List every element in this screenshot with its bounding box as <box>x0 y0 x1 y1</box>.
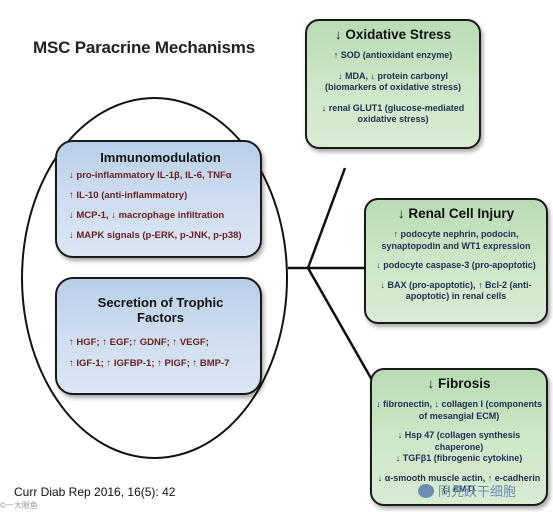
renal-item: ↓ BAX (pro-apoptotic), ↑ Bcl-2 (anti- <box>380 279 532 290</box>
oxidative-item: ↓ renal GLUT1 (glucose-mediated <box>321 102 465 113</box>
renal-item: ↑ podocyte nephrin, podocin, <box>393 229 519 239</box>
renal-cell-injury-box: ↓ Renal Cell Injury ↑ podocyte nephrin, … <box>364 198 548 324</box>
oxidative-item: oxidative stress) <box>357 114 429 124</box>
fibrosis-item: ↓ α-smooth muscle actin, ↑ e-cadherin <box>377 472 541 483</box>
fibrosis-item: ↓ Hsp 47 (collagen synthesis chaperone) <box>397 430 521 452</box>
immuno-item: ↑ IL-10 (anti-inflammatory) <box>69 190 188 201</box>
trophic-item: ↑ HGF; ↑ EGF;↑ GDNF; ↑ VEGF; <box>69 337 209 348</box>
renal-item: ↓ podocyte caspase-3 (pro-apoptotic) <box>376 260 536 270</box>
renal-item: synaptopodin and WT1 expression <box>381 240 531 251</box>
oxidative-item: ↓ MDA, ↓ protein carbonyl <box>337 70 448 81</box>
trophic-item: ↑ IGF-1; ↑ IGFBP-1; ↑ PIGF; ↑ BMP-7 <box>69 358 230 369</box>
fibrosis-title: ↓ Fibrosis <box>427 376 491 391</box>
wechat-icon <box>418 483 434 498</box>
immuno-item: ↓ pro-inflammatory IL-1β, IL-6, TNFα <box>69 170 232 181</box>
fibrosis-item: of mesangial ECM) <box>418 410 500 421</box>
fibrosis-item: ↓ TGFβ1 (fibrogenic cytokine) <box>395 453 523 463</box>
trophic-title-line2: Factors <box>137 310 184 325</box>
renal-item: apoptotic) in renal cells <box>405 291 507 301</box>
oxidative-stress-box: ↓ Oxidative Stress ↑ SOD (antioxidant en… <box>305 19 481 149</box>
fibrosis-item: ↓ fibronectin, ↓ collagen I (components <box>376 399 543 409</box>
renal-title: ↓ Renal Cell Injury <box>397 206 515 221</box>
connector-to-oxidative <box>306 167 347 269</box>
watermark-right-text: 同先跃干细胞 <box>438 484 517 499</box>
immuno-item: ↓ MCP-1, ↓ macrophage infiltration <box>69 210 225 221</box>
fibrosis-box: ↓ Fibrosis ↓ fibronectin, ↓ collagen I (… <box>370 368 548 506</box>
immunomodulation-title: Immunomodulation <box>100 150 221 165</box>
fibrosis-item: (↓ EMT) <box>443 484 475 494</box>
watermark-right: 同先跃干细胞 <box>418 481 516 500</box>
watermark-left: ©一大眼鱼 <box>0 501 38 510</box>
trophic-title-line1: Secretion of Trophic <box>97 295 224 310</box>
immuno-item: ↓ MAPK signals (p-ERK, p-JNK, p-p38) <box>69 230 242 241</box>
connector-to-fibrosis <box>306 267 374 381</box>
oxidative-item: (biomarkers of oxidative stress) <box>324 82 462 92</box>
oxidative-item: ↑ SOD (antioxidant enzyme) <box>333 50 453 60</box>
diagram-title: MSC Paracrine Mechanisms <box>33 38 255 57</box>
immunomodulation-box: Immunomodulation ↓ pro-inflammatory IL-1… <box>55 140 262 258</box>
trophic-factors-box: Secretion of Trophic Factors ↑ HGF; ↑ EG… <box>55 277 262 395</box>
citation: Curr Diab Rep 2016, 16(5): 42 <box>14 485 176 499</box>
oxidative-title: ↓ Oxidative Stress <box>334 27 452 42</box>
